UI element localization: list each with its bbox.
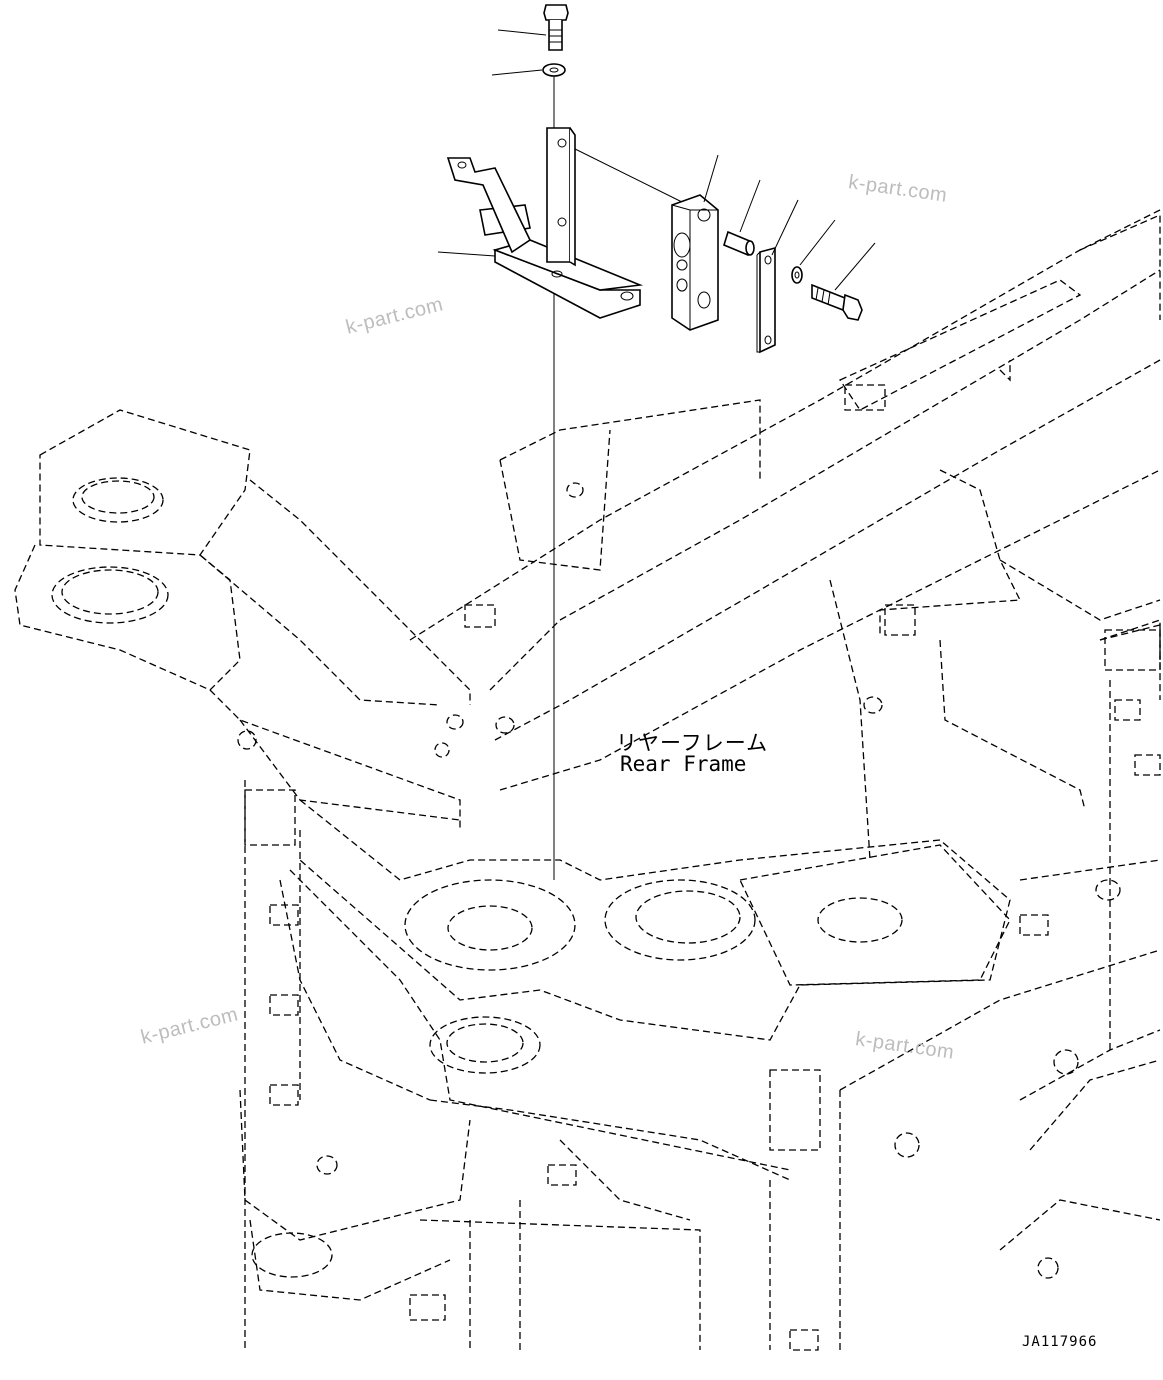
drawing-id: JA117966 (1022, 1334, 1098, 1350)
bolt-right (811, 242, 876, 321)
washer-top (491, 63, 566, 77)
frame-label-japanese: リヤーフレーム (616, 731, 769, 755)
rear-frame-outline (14, 209, 1161, 1351)
block (671, 154, 719, 331)
pin (723, 179, 761, 257)
washer-right (791, 219, 836, 284)
frame-label-english: Rear Frame (620, 752, 747, 776)
plate (756, 199, 799, 354)
bolt-top (497, 4, 569, 51)
mounting-bracket (437, 127, 644, 319)
